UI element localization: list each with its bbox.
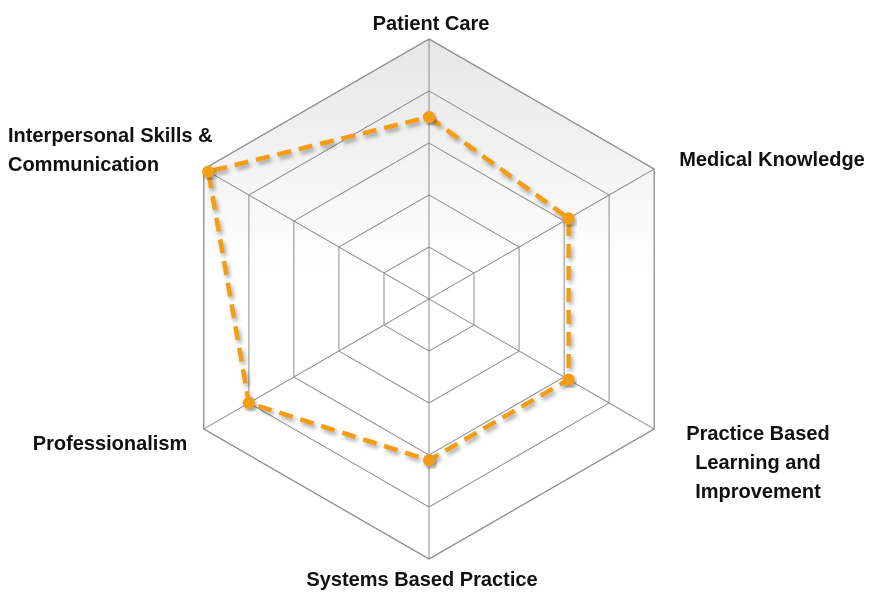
axis-label-line: Patient Care (373, 13, 490, 35)
data-point-4 (242, 397, 255, 409)
axis-label-line: Professionalism (33, 433, 188, 455)
spoke-5 (203, 168, 430, 300)
axis-label-5: Interpersonal Skills & Communication (8, 125, 213, 176)
data-point-5 (202, 165, 215, 178)
spoke-1 (428, 168, 655, 300)
axis-label-3: Systems Based Practice (306, 569, 537, 591)
axis-label-line: Learning and (695, 452, 821, 474)
axis-label-line: Interpersonal Skills & (8, 125, 213, 147)
axis-label-4: Professionalism (33, 433, 188, 455)
radar-spokes (203, 39, 655, 559)
axis-label-line: Practice Based (686, 423, 829, 445)
data-point-0 (423, 111, 435, 123)
data-point-3 (423, 454, 435, 467)
spoke-2 (428, 298, 655, 430)
axis-label-line: Systems Based Practice (306, 569, 537, 591)
data-point-2 (562, 373, 575, 386)
radar-series (202, 111, 575, 467)
axis-label-line: Medical Knowledge (679, 149, 865, 171)
axis-label-line: Improvement (695, 481, 821, 503)
axis-label-line: Communication (8, 154, 159, 176)
spoke-4 (203, 298, 430, 430)
axis-label-1: Medical Knowledge (679, 149, 865, 171)
axis-label-0: Patient Care (373, 13, 490, 35)
data-point-1 (562, 212, 575, 225)
